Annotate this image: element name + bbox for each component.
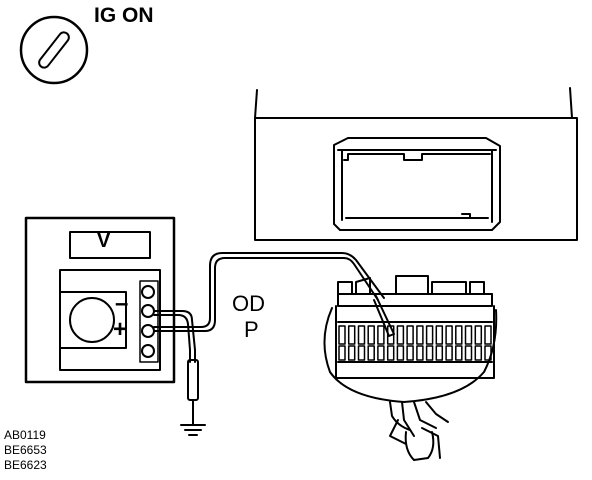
- connector-pin: [386, 345, 395, 361]
- connector-pin: [377, 325, 385, 345]
- connector-pin: [435, 325, 444, 345]
- connector-pin: [416, 345, 424, 361]
- connector-pin: [367, 325, 375, 345]
- connector-pin: [347, 325, 356, 345]
- connector-pin: [464, 325, 473, 345]
- terminal-label-line2: P: [244, 317, 259, 342]
- meter-terminal-4: [141, 344, 155, 358]
- connector-pin: [484, 345, 492, 361]
- harness-connector: [323, 275, 498, 461]
- connector-pin: [338, 345, 346, 361]
- connector-pin: [396, 325, 405, 345]
- ignition-label: IG ON: [94, 4, 154, 27]
- figure-code: AB0119: [4, 428, 46, 442]
- connector-pin: [367, 345, 375, 361]
- figure-codes: AB0119 BE6653 BE6623: [4, 428, 47, 473]
- test-leads: [153, 252, 395, 436]
- meter-unit-label: V: [97, 230, 111, 252]
- connector-pin: [357, 345, 366, 361]
- connector-pin: [464, 345, 473, 361]
- connector-pins: [338, 325, 492, 361]
- ecu-housing: [254, 87, 578, 241]
- figure-code: BE6653: [4, 443, 47, 457]
- connector-pin: [377, 345, 385, 361]
- connector-pin: [484, 325, 492, 345]
- connector-pin: [474, 325, 483, 345]
- connector-pin: [416, 325, 424, 345]
- positive-terminal-label: +: [113, 316, 128, 343]
- connector-pin: [357, 325, 366, 345]
- voltmeter: [24, 216, 176, 384]
- connector-pin: [455, 345, 463, 361]
- connector-pin: [474, 345, 483, 361]
- connector-pin: [396, 345, 405, 361]
- terminal-label-line1: OD: [232, 291, 265, 316]
- meter-terminal-neg: [141, 304, 155, 318]
- negative-terminal-label: –: [115, 290, 129, 317]
- ignition-key-icon: [19, 15, 89, 85]
- meter-terminal-pos: [141, 324, 155, 338]
- connector-pin: [338, 325, 346, 345]
- connector-pin: [425, 325, 434, 345]
- connector-pin: [425, 345, 434, 361]
- figure-code: BE6623: [4, 458, 47, 472]
- connector-pin: [406, 325, 414, 345]
- connector-pin: [347, 345, 356, 361]
- meter-terminal-1: [141, 285, 155, 299]
- connector-pin: [435, 345, 444, 361]
- connector-pin: [445, 325, 453, 345]
- connector-pin: [455, 325, 463, 345]
- connector-pin: [445, 345, 453, 361]
- connector-pin: [386, 325, 395, 345]
- connector-pin: [406, 345, 414, 361]
